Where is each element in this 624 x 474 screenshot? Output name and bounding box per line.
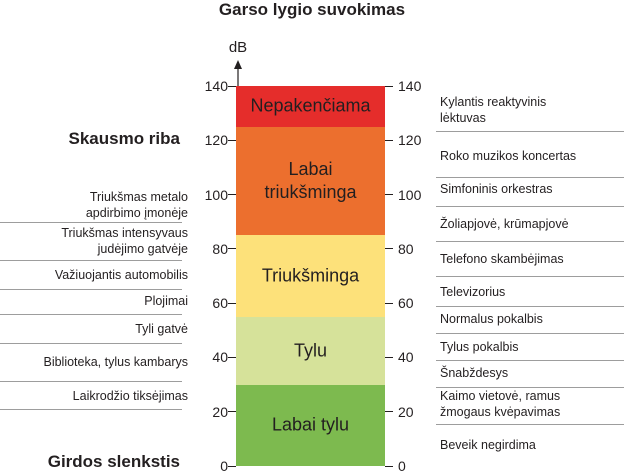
left-separator <box>0 289 182 290</box>
left-tick-label: 100 <box>204 186 228 203</box>
right-separator <box>436 387 624 388</box>
left-tick <box>228 248 236 250</box>
right-example-label: Beveik negirdima <box>440 438 536 452</box>
left-tick-label: 60 <box>212 295 228 312</box>
right-tick-label: 40 <box>398 349 414 366</box>
level-band-label: Labai tylu <box>271 414 350 435</box>
right-tick <box>385 248 393 250</box>
level-band: Tylu <box>236 316 385 385</box>
left-tick <box>228 194 236 196</box>
left-tick-label: 140 <box>204 78 228 94</box>
left-separator <box>0 343 182 344</box>
left-tick <box>228 302 236 304</box>
right-separator <box>436 306 624 307</box>
right-example-label: Roko muzikos koncertas <box>440 149 577 163</box>
level-band: Triukšminga <box>236 235 385 317</box>
pain-threshold-label: Skausmo riba <box>68 129 181 148</box>
right-tick-label: 80 <box>398 240 414 257</box>
right-example-label: Normalus pokalbis <box>440 312 543 326</box>
left-example-label: Laikrodžio tiksėjimas <box>72 389 188 403</box>
right-separator <box>436 333 624 334</box>
right-tick-label: 120 <box>398 132 422 149</box>
left-separator <box>0 381 182 382</box>
right-separator <box>436 177 624 178</box>
diagram-title: Garso lygio suvokimas <box>218 0 406 19</box>
left-example-label: Biblioteka, tylus kambarys <box>43 355 188 369</box>
left-tick-label: 0 <box>220 458 228 474</box>
right-tick <box>385 302 393 304</box>
right-tick <box>385 356 393 358</box>
left-tick-label: 120 <box>204 132 228 149</box>
right-tick-label: 60 <box>398 295 414 312</box>
right-tick-label: 20 <box>398 403 414 420</box>
left-example-label: Plojimai <box>144 294 188 308</box>
level-band: Nepakenčiama <box>236 86 385 127</box>
left-tick <box>228 465 236 467</box>
right-separator <box>436 424 624 425</box>
right-tick-label: 100 <box>398 186 422 203</box>
unit-label: dB <box>228 39 248 56</box>
left-tick-label: 40 <box>212 349 228 366</box>
right-tick <box>385 139 393 141</box>
left-tick <box>228 411 236 413</box>
hearing-threshold-label: Girdos slenkstis <box>47 452 180 471</box>
left-example-label: Važiuojantis automobilis <box>54 268 188 282</box>
left-tick <box>228 85 236 87</box>
right-tick <box>385 194 393 196</box>
right-separator <box>436 276 624 277</box>
right-example-label: Tylus pokalbis <box>440 340 519 354</box>
left-tick-label: 20 <box>212 403 228 420</box>
right-example-label: Žoliapjovė, krūmapjovė <box>440 217 569 231</box>
right-example-label: Šnabždesys <box>440 366 509 380</box>
left-separator <box>0 260 182 261</box>
right-tick <box>385 465 393 467</box>
right-tick-label: 140 <box>398 78 422 94</box>
right-example-label: Televizorius <box>440 285 506 299</box>
right-tick-label: 0 <box>398 458 406 474</box>
right-tick <box>385 411 393 413</box>
level-band-label: Triukšminga <box>261 265 360 286</box>
left-separator <box>0 222 182 223</box>
left-example-label: Tyli gatvė <box>135 322 188 336</box>
left-tick <box>228 139 236 141</box>
right-example-label: Telefono skambėjimas <box>440 252 564 266</box>
level-band: Labai tylu <box>236 384 385 466</box>
left-separator <box>0 314 182 315</box>
right-separator <box>436 131 624 132</box>
left-separator <box>0 409 182 410</box>
left-tick <box>228 356 236 358</box>
level-band-label: Tylu <box>293 340 327 361</box>
right-separator <box>436 360 624 361</box>
left-tick-label: 80 <box>212 240 228 257</box>
right-tick <box>385 85 393 87</box>
level-band-label: Nepakenčiama <box>250 95 371 116</box>
right-separator <box>436 241 624 242</box>
right-example-label: Simfoninis orkestras <box>440 182 553 196</box>
right-separator <box>436 206 624 207</box>
